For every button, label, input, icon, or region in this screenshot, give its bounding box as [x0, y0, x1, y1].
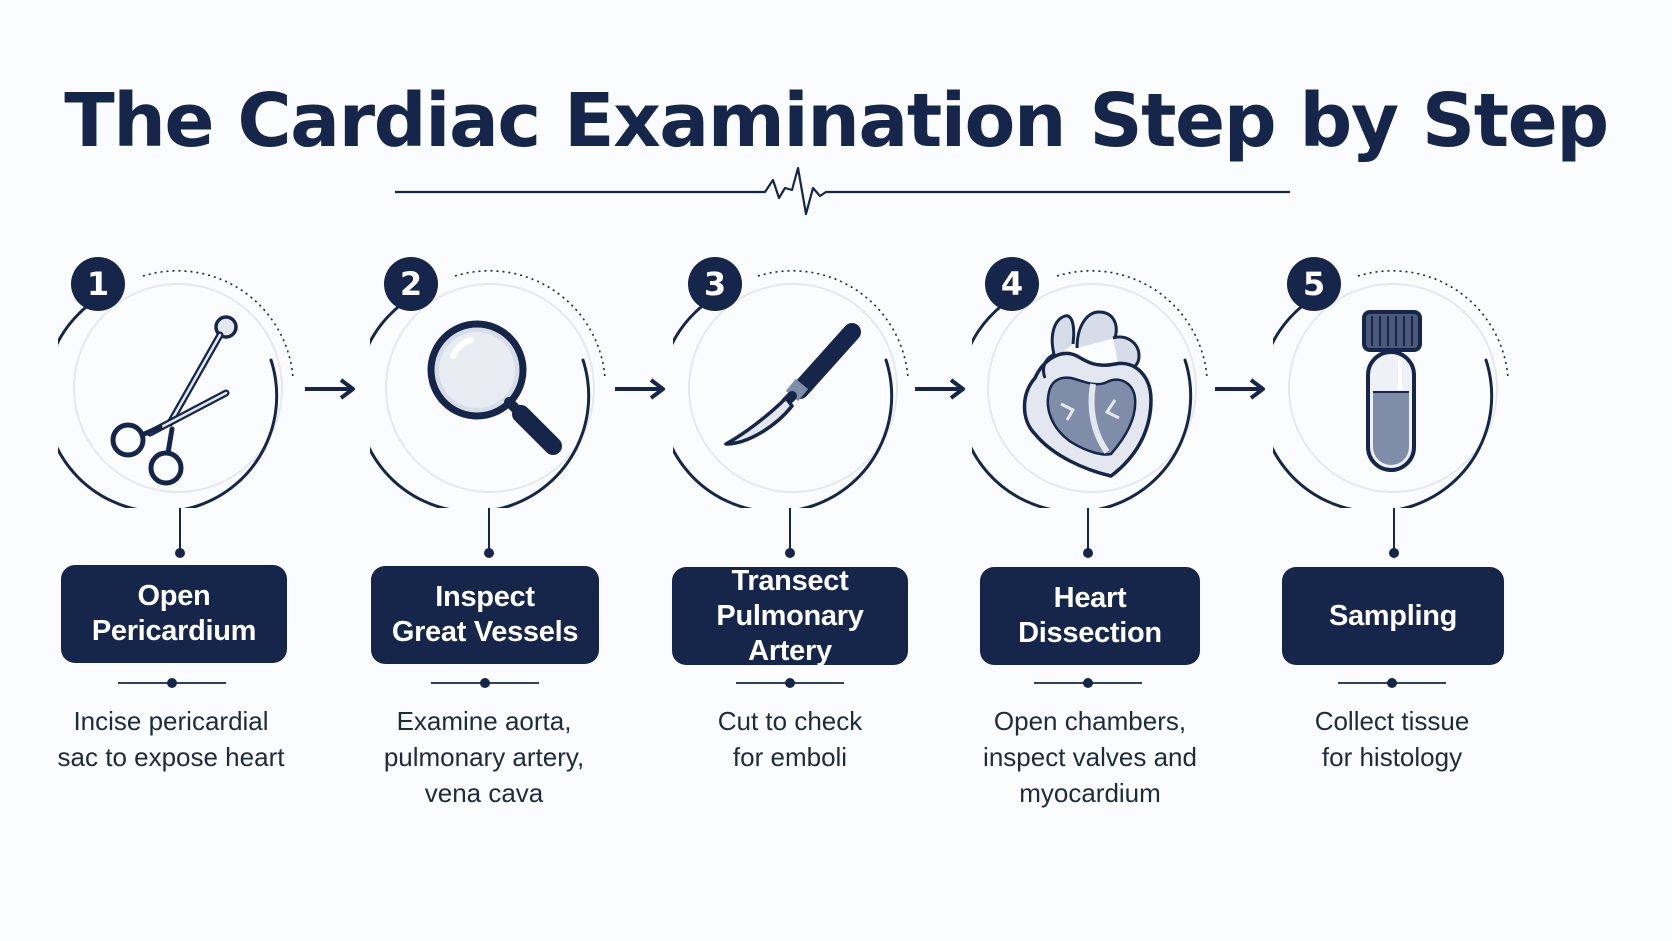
- step-label: Heart Dissection: [980, 567, 1200, 665]
- small-divider: [1034, 678, 1142, 688]
- step-description: Collect tissue for histology: [1314, 706, 1470, 772]
- small-divider: [431, 678, 539, 688]
- heartbeat-divider: [395, 166, 1290, 216]
- scalpel-icon: [724, 323, 861, 446]
- step-ring: [370, 270, 606, 508]
- arrow-right-icon: [915, 378, 965, 400]
- step-label: Inspect Great Vessels: [371, 566, 599, 664]
- step-label: Open Pericardium: [61, 565, 287, 663]
- connector: [484, 508, 494, 558]
- step-ring: [972, 270, 1208, 508]
- arrow-right-icon: [1215, 378, 1265, 400]
- arrow-right-icon: [615, 378, 665, 400]
- magnifying-glass-icon: [427, 320, 562, 455]
- page-title: The Cardiac Examination Step by Step: [64, 78, 1609, 164]
- step-ring: [673, 270, 909, 508]
- step-5: 5 Sampling Collect tissue for histology: [0, 0, 1509, 772]
- step-number-badge: 1: [71, 257, 125, 311]
- step-description: Cut to check for emboli: [717, 706, 863, 772]
- small-divider: [118, 678, 226, 688]
- small-divider: [1338, 678, 1446, 688]
- step-description: Examine aorta, pulmonary artery, vena ca…: [383, 706, 585, 808]
- scissors-icon: [110, 315, 238, 486]
- connector: [1083, 508, 1093, 558]
- step-ring: [1273, 270, 1509, 508]
- step-number-badge: 4: [985, 257, 1039, 311]
- step-label: Transect Pulmonary Artery: [672, 565, 908, 667]
- step-1: 1 Open Pericardium Incise pericardial sa…: [0, 0, 294, 772]
- connector: [1389, 508, 1399, 558]
- arrow-right-icon: [305, 378, 355, 400]
- step-number-badge: 2: [384, 257, 438, 311]
- connector: [175, 508, 185, 558]
- step-2: 2 Inspect Great Vessels Examine aorta, p…: [0, 0, 606, 808]
- heart-icon: [1022, 310, 1153, 478]
- step-label: Sampling: [1282, 567, 1504, 665]
- step-description: Open chambers, inspect valves and myocar…: [983, 706, 1197, 808]
- step-description: Incise pericardial sac to expose heart: [57, 706, 285, 772]
- step-3: 3 Transect Pulmonary Artery Cut to check…: [0, 0, 909, 772]
- test-tube-icon: [1362, 310, 1422, 472]
- connector: [785, 508, 795, 558]
- small-divider: [736, 678, 844, 688]
- step-number-badge: 5: [1287, 257, 1341, 311]
- step-4: 4 Heart Dissection Open chambers, inspec…: [0, 0, 1208, 808]
- step-ring: [58, 270, 294, 508]
- step-number-badge: 3: [688, 257, 742, 311]
